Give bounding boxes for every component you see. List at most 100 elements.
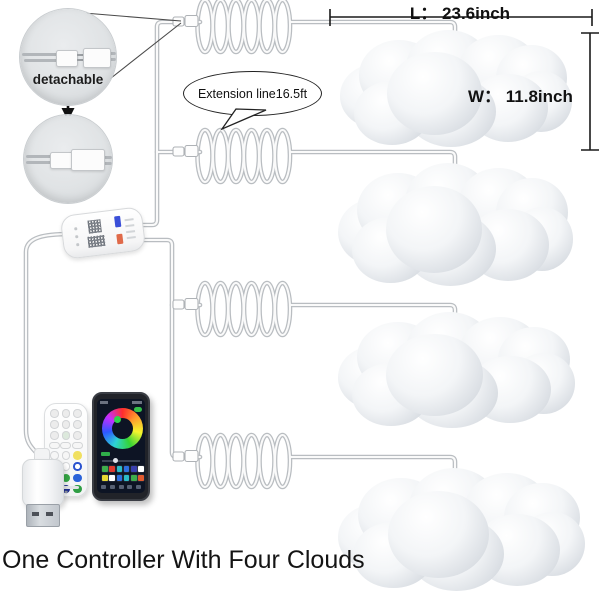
controller-dot [75,235,78,238]
usb-pin-slot [46,512,53,516]
wire-strand [102,162,112,165]
remote-footer-bar [53,486,79,489]
inline-connector [184,144,199,158]
color-swatch-row [102,466,144,472]
inline-connector [172,451,185,462]
wire-strand [106,52,116,55]
down-arrow-head [61,108,75,121]
remote-button [61,431,71,440]
color-swatch [102,475,108,481]
remote-button [61,473,71,483]
remote-button [73,462,82,471]
color-swatch-row [102,475,144,481]
usb-plug [18,448,66,530]
cloud-light-1 [335,30,572,152]
remote-button [50,431,59,440]
length-dimension-line [329,9,593,26]
inline-connector [184,449,199,463]
inline-connector [172,146,185,157]
width-dimension-label: W： 11.8inch [468,87,573,106]
remote-button [61,451,71,460]
wire [288,303,457,332]
detachable-label: detachable [32,72,104,87]
heart-icon: ♥ [64,490,68,496]
remote-button [73,451,82,460]
detachable-callout-lines [83,12,182,83]
usb-body [22,459,64,507]
length-dimension-label: L： 23.6inch [409,4,511,23]
speech-bubble-tail [220,108,267,131]
controller-dot [76,243,79,246]
status-bar [100,401,142,404]
inline-connector [172,299,185,310]
app-screen [97,399,145,493]
remote-button [73,409,82,418]
caption-text: One Controller With Four Clouds [2,546,365,574]
wire [288,150,457,184]
controller-print [125,224,135,227]
usb-metal-connector [26,504,60,527]
wire-strand [26,161,54,164]
wire-strand [26,155,54,158]
remote-button [71,442,83,449]
remote-button [50,420,59,429]
app-nav-bar [101,484,141,490]
color-swatch [102,466,108,472]
connector-prong [77,59,83,61]
cloud-puff [387,51,482,135]
extension-line-label: Extension line16.5ft [197,86,308,101]
color-swatch [109,475,115,481]
color-swatch [123,466,130,472]
remote-button [61,409,71,418]
color-swatch [138,466,144,472]
remote-button [50,451,59,460]
remote-button [73,431,82,440]
wire [138,20,202,227]
coil-loop [273,281,292,337]
remote-button [61,420,71,429]
color-swatch [123,475,130,481]
width-dimension-line [581,32,599,151]
color-swatch [116,466,123,472]
remote-button [50,409,59,418]
color-wheel-center [114,416,121,423]
color-swatch [138,475,144,481]
mode-tag [101,452,110,456]
color-swatch [131,466,137,472]
color-wheel [102,408,143,449]
connector-plug-male [83,48,111,68]
remote-button [61,462,71,471]
blue-label-chip [114,215,122,228]
remote-button [60,442,72,449]
controller-print [125,230,136,233]
remote-button [73,473,82,483]
inline-connector [172,16,185,27]
remote-button [49,442,61,449]
brightness-slider [102,458,140,463]
detachable-connector-zoom: detachable [20,9,116,105]
color-swatch [109,466,115,472]
extension-line-callout: Extension line16.5ft [183,71,322,116]
color-swatch [116,475,123,481]
cloud-light-2 [333,163,573,291]
inline-connector [184,297,199,311]
cloud-puff [386,333,484,417]
wire-strand [106,58,116,61]
remote-button [73,420,82,429]
cloud-light-4 [333,468,585,596]
wire [288,20,457,46]
wire-strand [22,53,58,56]
color-swatch [131,475,137,481]
connector-plug-male [71,149,105,171]
smartphone [92,392,150,501]
usb-pin-slot [32,512,39,516]
controller-dot [74,227,77,230]
connected-plug-zoom [24,115,112,203]
cloud-puff [388,491,490,579]
coil-loop [273,433,292,489]
red-label-chip [116,233,124,245]
